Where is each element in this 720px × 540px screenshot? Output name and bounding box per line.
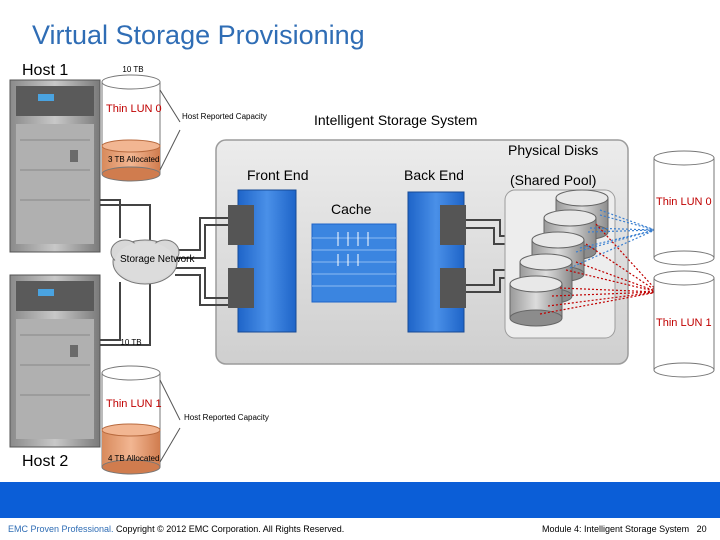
host-1-reported-capacity: Host Reported Capacity bbox=[182, 112, 267, 121]
page-number: 20 bbox=[696, 524, 707, 534]
network-cables bbox=[100, 199, 232, 346]
host-2-allocated: 4 TB Allocated bbox=[108, 454, 160, 463]
lun-1-mapping-lines bbox=[539, 223, 659, 315]
host-1-server-icon bbox=[9, 79, 101, 253]
host-1-allocated: 3 TB Allocated bbox=[108, 155, 160, 164]
footer-copyright: EMC Proven Professional. Copyright © 201… bbox=[8, 524, 344, 534]
physical-disks-stack bbox=[509, 189, 609, 327]
cache-label: Cache bbox=[331, 201, 372, 217]
footer-bar bbox=[0, 482, 720, 518]
host-2-lun-cylinder bbox=[101, 365, 181, 475]
front-end-controller bbox=[228, 189, 297, 333]
right-thin-lun-0-label: Thin LUN 0 bbox=[656, 196, 712, 208]
physical-disks-label: Physical Disks bbox=[508, 142, 599, 158]
footer-module-text: Module 4: Intelligent Storage System bbox=[542, 524, 690, 534]
host-2-server-icon bbox=[9, 274, 101, 448]
back-end-label: Back End bbox=[404, 167, 464, 183]
back-end-controller bbox=[407, 191, 466, 333]
right-thin-lun-1-cylinder bbox=[653, 270, 715, 378]
host-2-capacity: 10 TB bbox=[120, 338, 142, 347]
page-title: Virtual Storage Provisioning bbox=[32, 20, 365, 50]
front-end-label: Front End bbox=[247, 167, 309, 183]
right-thin-lun-1-label: Thin LUN 1 bbox=[656, 317, 712, 329]
host-2-lun-label: Thin LUN 1 bbox=[106, 398, 162, 410]
storage-network-cloud bbox=[110, 239, 180, 285]
host-1-lun-label: Thin LUN 0 bbox=[106, 103, 162, 115]
footer-module: Module 4: Intelligent Storage System 20 bbox=[542, 524, 707, 534]
footer-brand: EMC Proven Professional. bbox=[8, 524, 114, 534]
host-1-label: Host 1 bbox=[22, 62, 69, 79]
storage-system-title: Intelligent Storage System bbox=[314, 112, 478, 128]
host-2-label: Host 2 bbox=[22, 453, 69, 470]
host-1-lun-cylinder bbox=[101, 74, 181, 182]
shared-pool-label: (Shared Pool) bbox=[510, 172, 597, 188]
host-1-capacity: 10 TB bbox=[122, 65, 144, 74]
host-2-reported-capacity: Host Reported Capacity bbox=[184, 413, 269, 422]
storage-network-label: Storage Network bbox=[120, 254, 195, 265]
right-thin-lun-0-cylinder bbox=[653, 150, 715, 266]
lun-0-mapping-lines bbox=[569, 209, 656, 269]
footer-copyright-text: Copyright © 2012 EMC Corporation. All Ri… bbox=[113, 524, 345, 534]
cache-block bbox=[311, 223, 397, 303]
